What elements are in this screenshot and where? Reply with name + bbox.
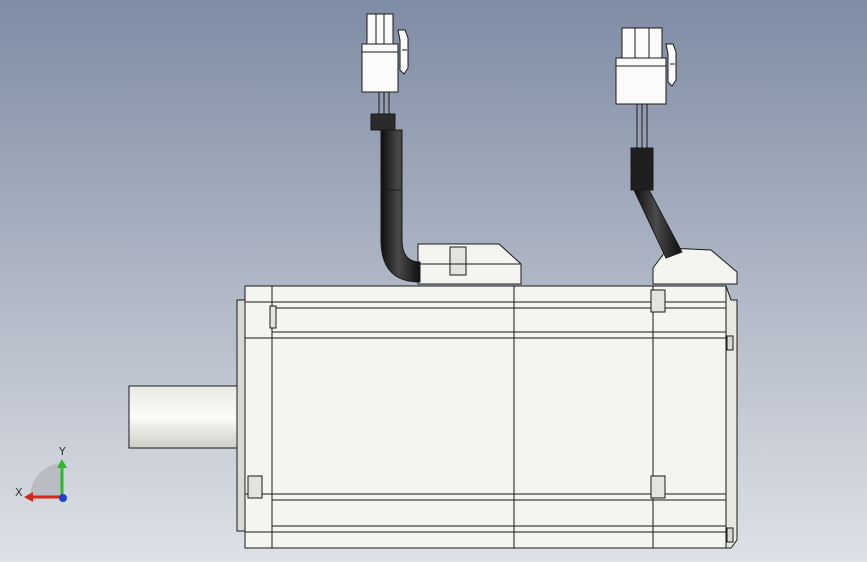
rear-cover <box>725 285 738 549</box>
encoder-cable-sleeve <box>630 147 654 191</box>
rear-bolt <box>726 335 734 351</box>
encoder-connector-plug[interactable] <box>615 27 677 105</box>
power-cable[interactable] <box>380 129 421 283</box>
motor-shaft[interactable] <box>128 385 240 449</box>
power-cable-sleeve <box>370 113 396 131</box>
bolt-pocket <box>247 475 263 499</box>
coordinate-triad-icon: X Y <box>15 445 67 502</box>
bolt-pocket <box>650 475 666 499</box>
x-axis-label: X <box>15 486 23 499</box>
motor-housing[interactable] <box>271 285 727 549</box>
y-axis-label: Y <box>58 445 66 458</box>
rear-bolt <box>726 527 734 543</box>
encoder-cable-boss <box>652 247 738 285</box>
x-axis-arrowhead <box>24 492 33 502</box>
bolt-pocket <box>650 289 666 313</box>
servo-motor[interactable] <box>128 13 738 549</box>
z-axis-dot <box>59 494 67 502</box>
triad-plane-shade <box>29 463 63 497</box>
bolt-pocket <box>269 305 277 329</box>
power-connector-plug[interactable] <box>361 13 409 93</box>
boss-slot <box>449 246 467 276</box>
y-axis-arrowhead <box>57 459 67 468</box>
